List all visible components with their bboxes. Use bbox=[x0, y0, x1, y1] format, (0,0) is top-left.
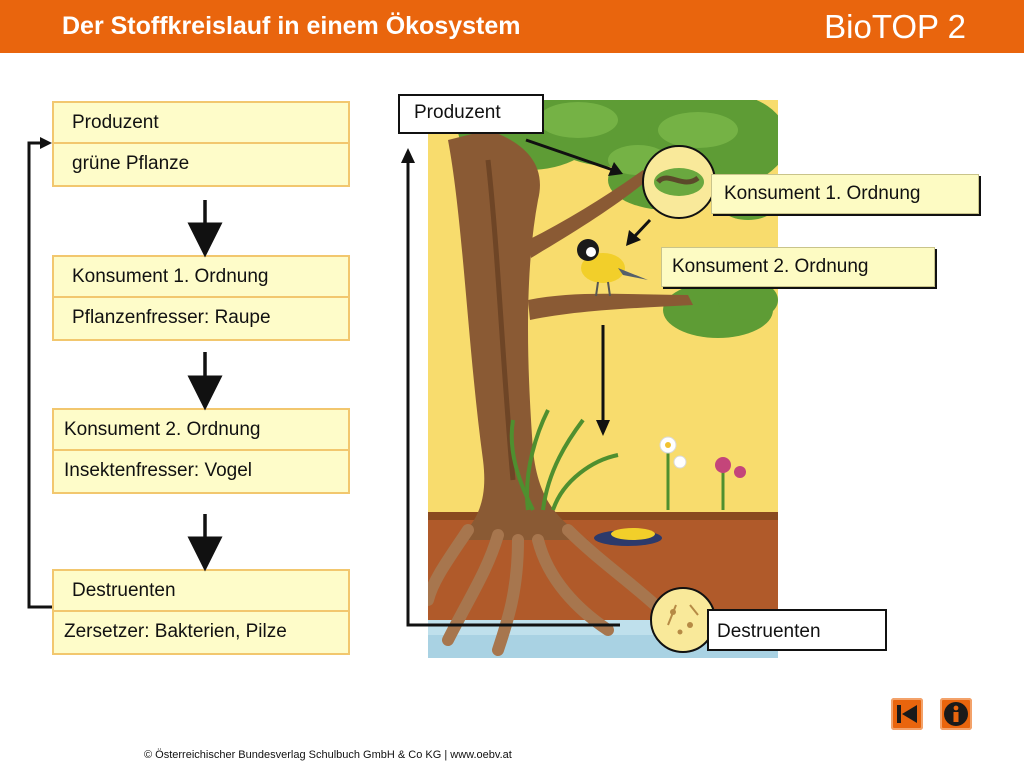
flow-box-description: grüne Pflanze bbox=[72, 153, 190, 174]
flow-box-heading: Konsument 1. Ordnung bbox=[72, 266, 269, 287]
microbe-magnifier bbox=[650, 587, 716, 653]
grass bbox=[509, 409, 619, 511]
info-icon bbox=[944, 702, 968, 726]
cycle-return-arrow bbox=[27, 141, 52, 609]
flow-box-heading: Destruenten bbox=[72, 580, 176, 601]
arrow-head bbox=[40, 137, 52, 149]
label-consumer-2: Konsument 2. Ordnung bbox=[661, 247, 935, 287]
flow-box-description: Pflanzenfresser: Raupe bbox=[72, 307, 271, 328]
caterpillar-magnifier bbox=[642, 145, 716, 219]
dead-bird bbox=[594, 528, 662, 546]
flow-box-description: Zersetzer: Bakterien, Pilze bbox=[64, 621, 287, 642]
footer-copyright: © Österreichischer Bundesverlag Schulbuc… bbox=[144, 749, 512, 761]
flow-box-heading: Konsument 2. Ordnung bbox=[64, 419, 261, 440]
great-tit-bird bbox=[577, 239, 648, 297]
flower-clover bbox=[715, 457, 746, 510]
label-decomposer: Destruenten bbox=[707, 609, 887, 651]
page-title: Der Stoffkreislauf in einem Ökosystem bbox=[62, 12, 521, 40]
flow-box-decomposer: Destruenten Zersetzer: Bakterien, Pilze bbox=[52, 569, 350, 655]
flow-box-consumer-2: Konsument 2. Ordnung Insektenfresser: Vo… bbox=[52, 408, 350, 494]
tree-branch bbox=[528, 293, 693, 320]
flow-box-heading: Produzent bbox=[72, 112, 159, 133]
scene-arrows bbox=[525, 138, 652, 436]
label-producer: Produzent bbox=[398, 94, 544, 134]
flow-box-producer: Produzent grüne Pflanze bbox=[52, 101, 350, 187]
skip-back-icon bbox=[897, 705, 917, 723]
brand-logo: BioTOP 2 bbox=[824, 8, 966, 45]
label-consumer-1: Konsument 1. Ordnung bbox=[711, 174, 979, 214]
tree-trunk bbox=[448, 130, 588, 540]
branch-foliage bbox=[663, 280, 778, 338]
flow-box-description: Insektenfresser: Vogel bbox=[64, 460, 252, 481]
skip-back-button[interactable] bbox=[891, 698, 923, 730]
info-button[interactable] bbox=[940, 698, 972, 730]
header-bar: Der Stoffkreislauf in einem Ökosystem Bi… bbox=[0, 0, 1024, 53]
flower-chamomile bbox=[659, 436, 687, 510]
